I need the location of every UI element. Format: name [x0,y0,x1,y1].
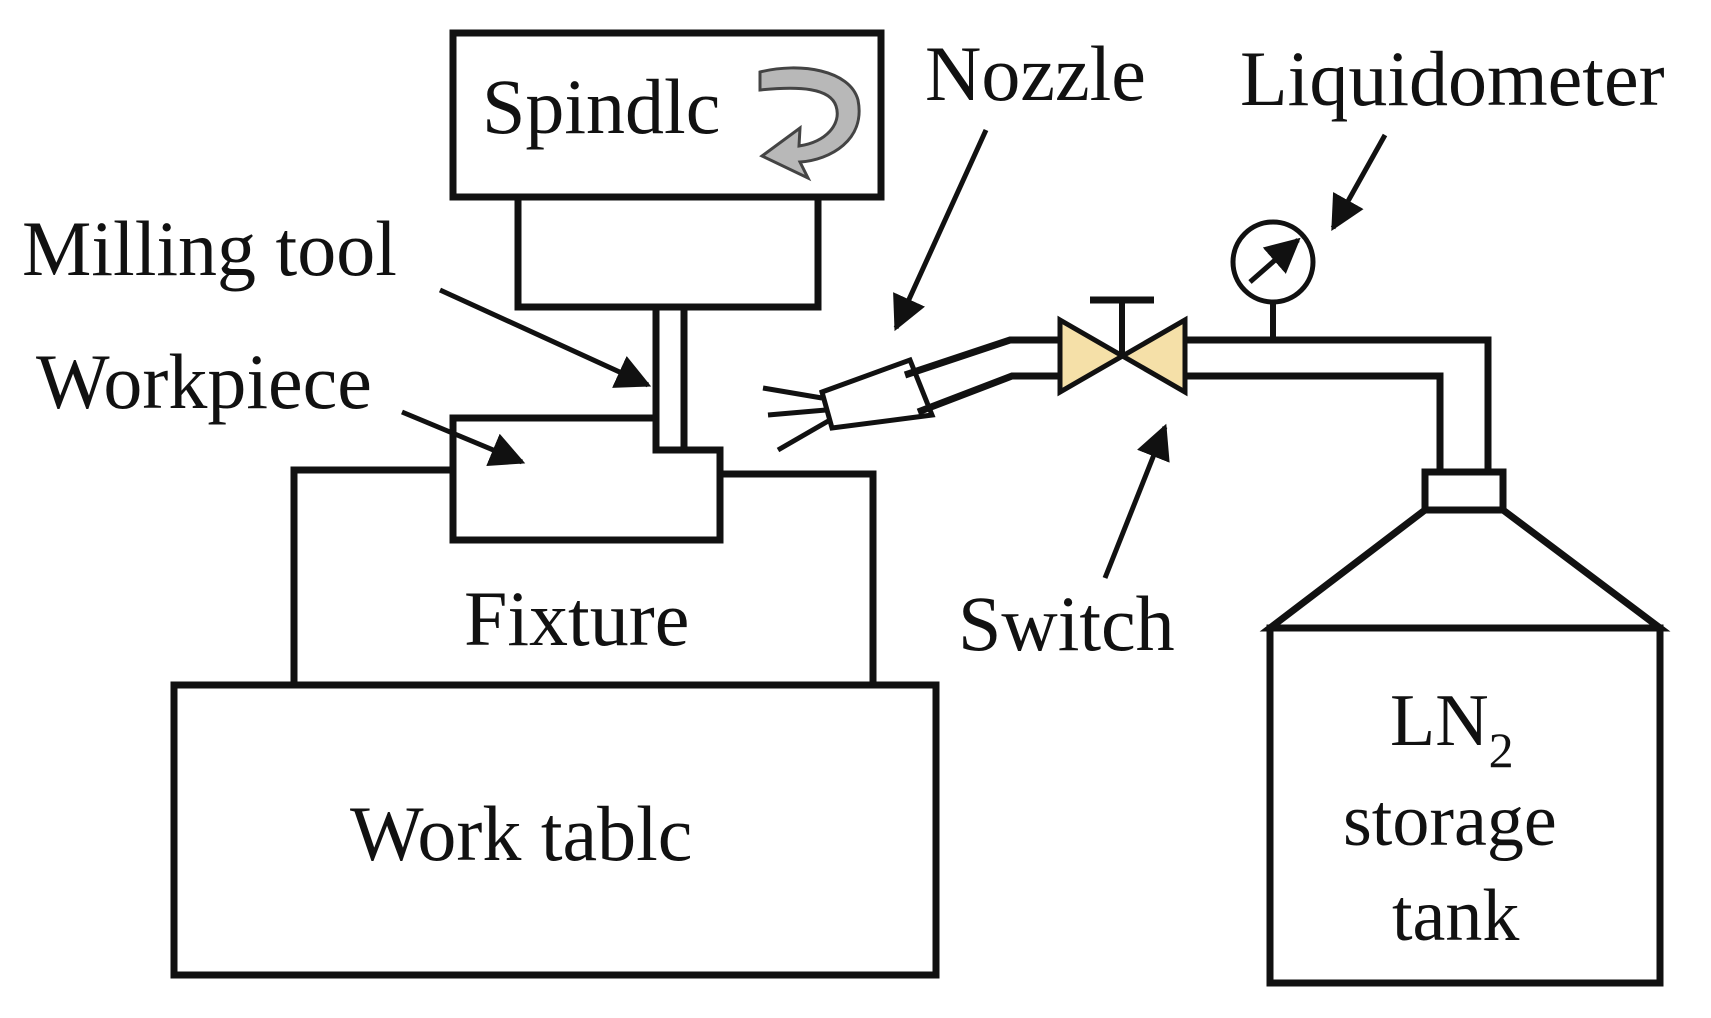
switch-arrow [1102,423,1170,579]
tank-label-line3: tank [1392,875,1519,957]
valve-icon [1057,296,1188,397]
tank-body [1266,624,1664,987]
fixture-outline [290,466,453,685]
nozzle [762,356,936,453]
tank-label-line2: storage [1343,780,1557,862]
workpiece-arrow [401,409,526,467]
milling-tool-label: Milling tool [22,205,397,292]
liquidometer-arrow [1330,133,1388,232]
workpiece-label: Workpiece [36,338,372,425]
spindle-label: Spindlc [482,63,720,150]
liquidometer-label: Liquidometer [1240,35,1665,122]
nozzle-label: Nozzle [925,30,1146,117]
rotation-arrow-icon [758,66,861,182]
work-table-box [170,681,940,979]
ln2-storage-tank [1259,468,1671,987]
milling-tool-shank [652,303,688,454]
fixture-outline-right [720,470,877,685]
tank-label-line1: LN2 [1390,680,1514,778]
switch-label: Switch [958,580,1175,667]
work-table-label: Work tablc [350,790,692,877]
workpiece-box [449,414,724,544]
gauge-icon [1230,219,1316,340]
ln2-pipeline [903,336,1492,472]
nozzle-arrow [893,128,989,332]
pointer-arrows [401,128,1388,579]
spindle-body-box [514,193,822,311]
fixture-label: Fixture [464,575,689,662]
tank-label-subscript: 2 [1489,722,1514,778]
nozzle-cone [818,356,936,431]
milling-tool-arrow [438,287,652,388]
tank-neck [1421,468,1507,514]
tank-shoulder [1259,506,1671,632]
